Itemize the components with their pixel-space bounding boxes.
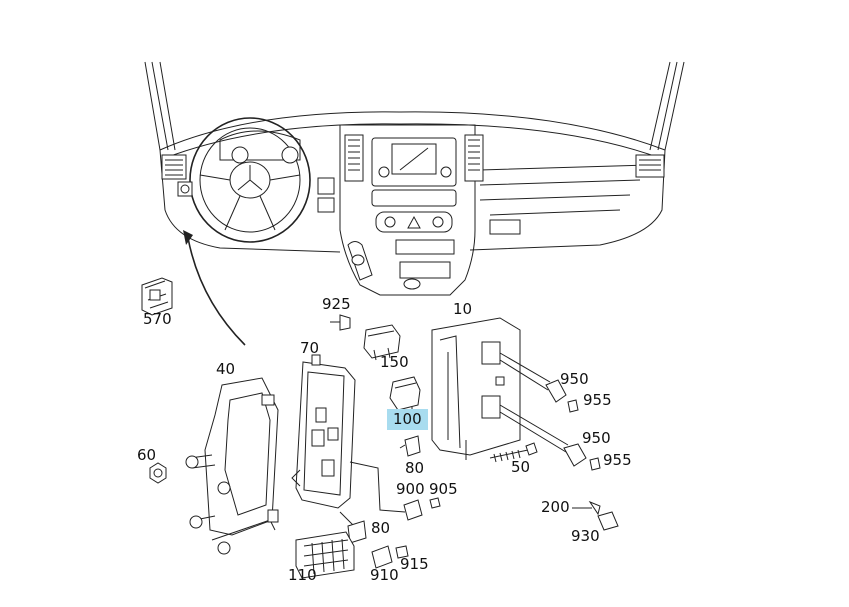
part-950-955-lower-illustration: [563, 443, 601, 471]
label-10: 10: [453, 300, 473, 318]
dashboard-illustration: [144, 61, 685, 296]
part-570-illustration: [141, 277, 173, 316]
label-900: 900: [396, 480, 425, 498]
part-950-955-upper-illustration: [545, 379, 579, 413]
label-905: 905: [429, 480, 458, 498]
label-110: 110: [288, 566, 317, 584]
label-50: 50: [511, 458, 531, 476]
label-915: 915: [400, 555, 429, 573]
location-arrow: [187, 237, 246, 346]
part-10-illustration: [431, 317, 569, 460]
label-930: 930: [571, 527, 600, 545]
label-925: 925: [322, 295, 351, 313]
label-570: 570: [143, 310, 172, 328]
part-925-illustration: [330, 314, 351, 331]
label-910: 910: [370, 566, 399, 584]
label-80-upper: 80: [405, 459, 425, 477]
label-150: 150: [380, 353, 409, 371]
label-80-lower: 80: [371, 519, 391, 537]
label-100-highlighted[interactable]: 100: [387, 409, 428, 430]
label-950-lower: 950: [582, 429, 611, 447]
label-955-upper: 955: [583, 391, 612, 409]
part-80-upper-illustration: [399, 435, 421, 457]
part-50-illustration: [489, 442, 538, 463]
part-150-illustration: [363, 324, 401, 361]
part-70-illustration: [291, 354, 356, 509]
part-910-915-illustration: [371, 545, 409, 569]
label-40: 40: [216, 360, 236, 378]
part-110-illustration: [295, 531, 355, 579]
part-60-illustration: [149, 462, 167, 484]
arrow-head-icon: [183, 230, 193, 245]
label-955-lower: 955: [603, 451, 632, 469]
part-40-illustration: [185, 377, 279, 555]
label-200: 200: [541, 498, 570, 516]
label-60: 60: [137, 446, 157, 464]
part-900-905-illustration: [403, 497, 441, 521]
label-950-upper: 950: [560, 370, 589, 388]
label-70: 70: [300, 339, 320, 357]
part-200-930-illustration: [572, 500, 619, 531]
